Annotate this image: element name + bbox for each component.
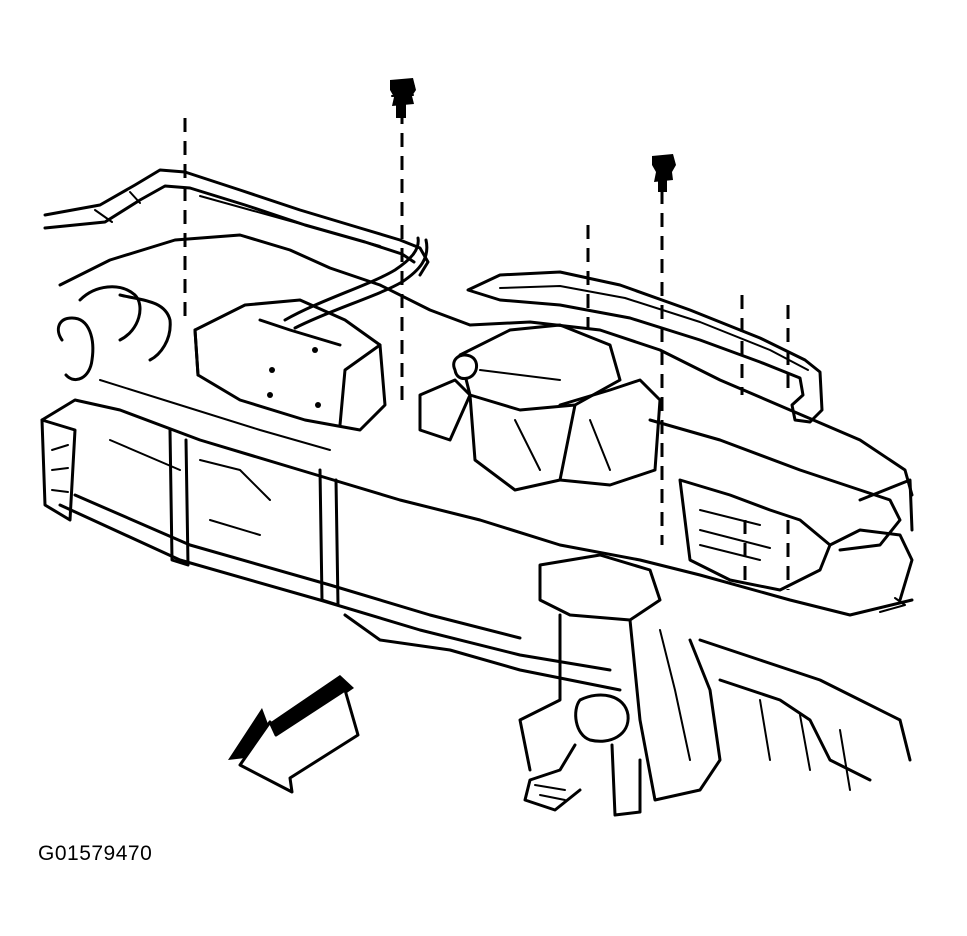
front-direction-arrow: [228, 675, 360, 794]
left-bolt: [390, 78, 416, 118]
alignment-lines: [183, 110, 790, 590]
steering-support: [518, 553, 912, 817]
center-module: [418, 323, 662, 492]
right-bolt: [652, 154, 676, 192]
figure-code-label: G01579470: [38, 842, 153, 865]
left-module-housing: [193, 236, 429, 432]
instrument-panel-carrier: [40, 233, 914, 692]
right-cluster-area: [648, 418, 914, 613]
left-retainer-bracket: [43, 168, 430, 277]
